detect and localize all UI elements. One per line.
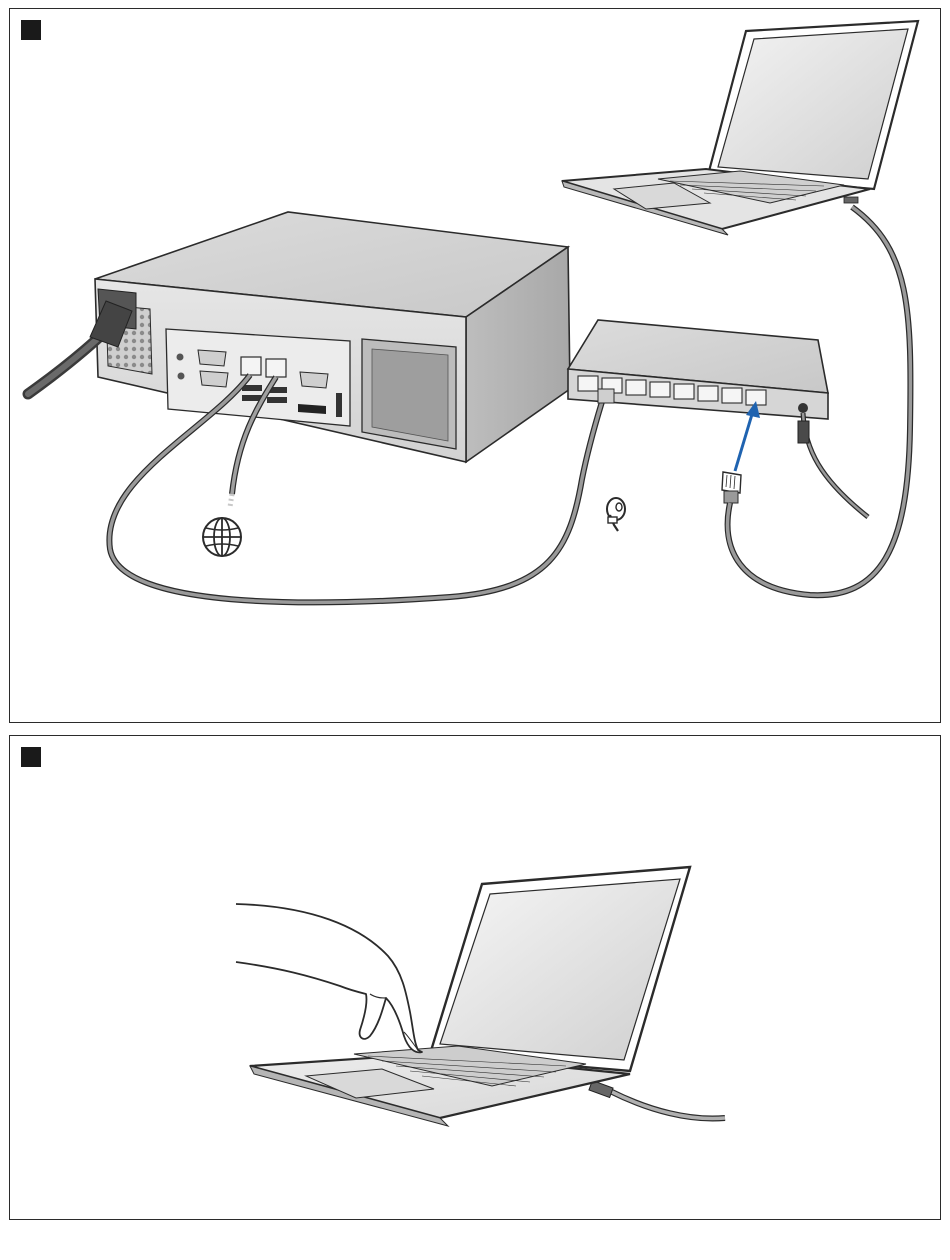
lock-key-icon xyxy=(607,498,625,531)
globe-icon xyxy=(203,518,241,556)
laptop xyxy=(562,21,918,235)
panel-step-2 xyxy=(9,735,941,1220)
panel-step-1 xyxy=(9,8,941,723)
usb-port xyxy=(242,385,262,391)
switch-power-cable xyxy=(803,413,868,517)
connection-diagram xyxy=(10,9,942,724)
rj45-plug xyxy=(722,472,741,503)
desktop-computer xyxy=(95,212,570,462)
laptop xyxy=(250,867,690,1126)
laptop-illustration xyxy=(10,736,942,1221)
ethernet-port-1 xyxy=(241,357,261,375)
hand xyxy=(236,904,422,1052)
ethernet-port-2 xyxy=(266,359,286,377)
network-switch xyxy=(568,320,828,419)
